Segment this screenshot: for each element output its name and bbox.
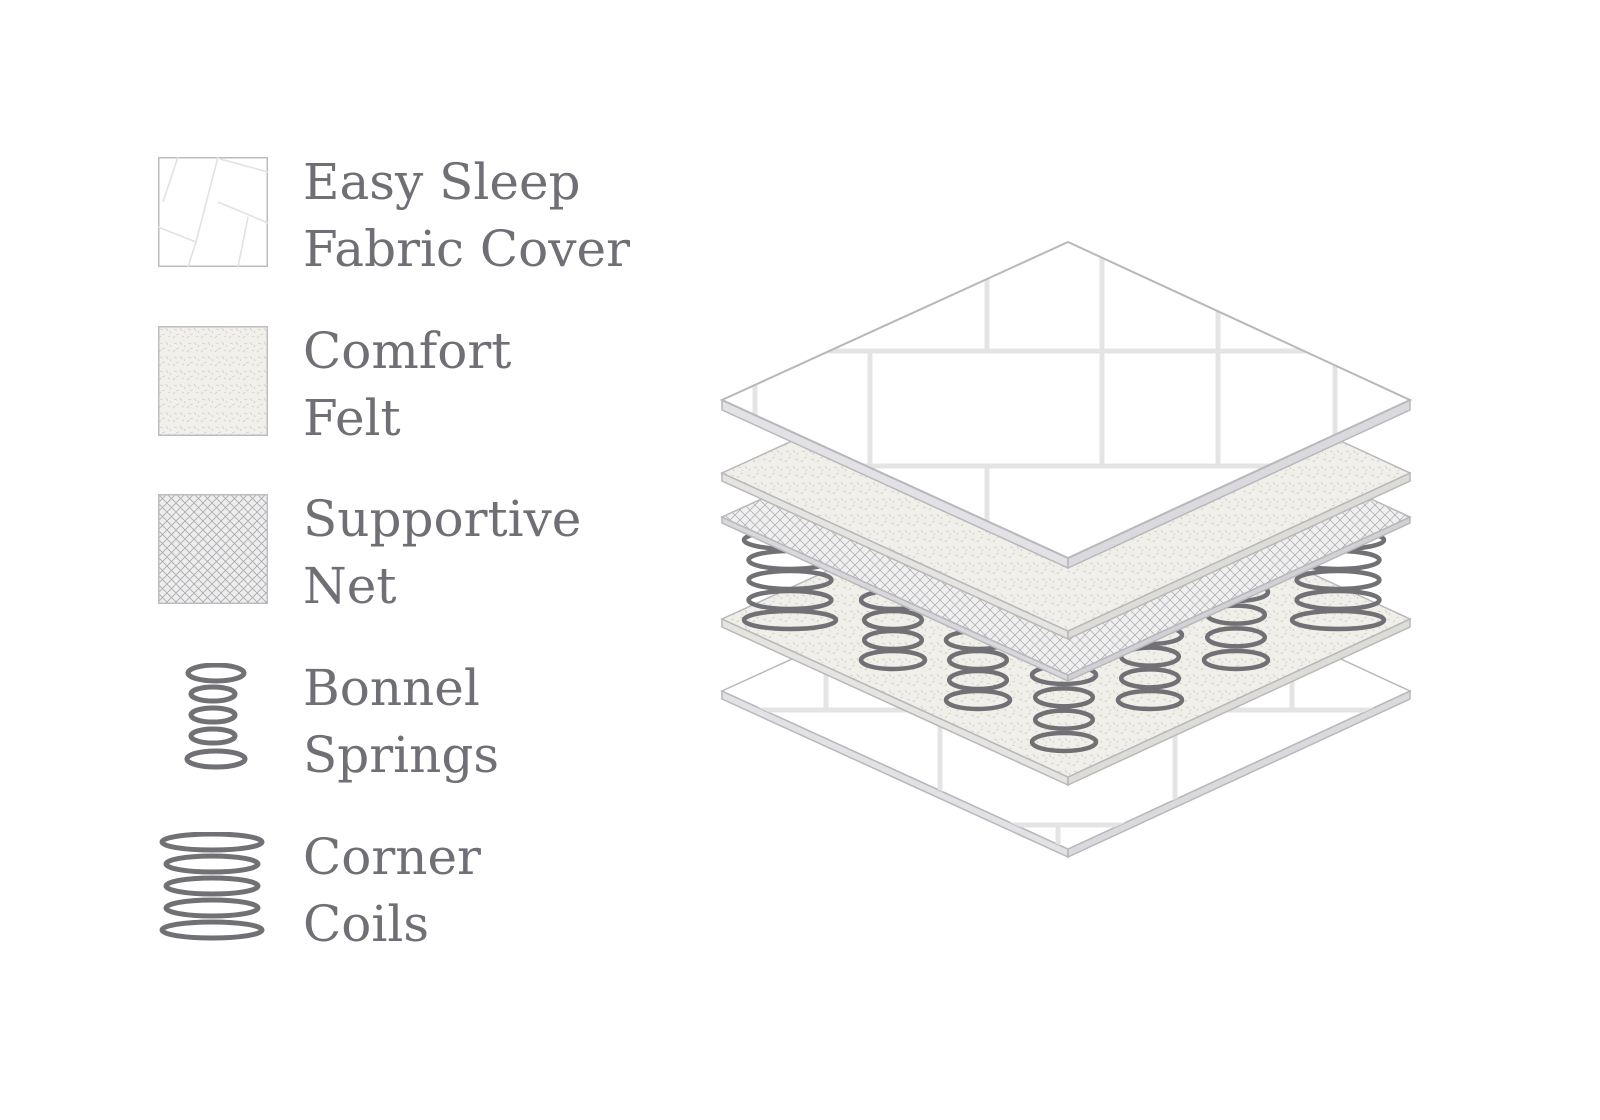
- legend-item-bonnel-springs: Bonnel Springs: [158, 663, 678, 803]
- fabric-cover-swatch-icon: [158, 157, 268, 267]
- legend-label-line1: Corner: [303, 828, 481, 886]
- bonnel-spring-icon: [184, 663, 248, 770]
- legend-label-line2: Fabric Cover: [303, 220, 631, 278]
- felt-swatch-icon: [158, 326, 268, 436]
- legend-label-line1: Easy Sleep: [303, 153, 581, 211]
- legend-label-line2: Net: [303, 557, 397, 615]
- legend-label-line1: Comfort: [303, 322, 512, 380]
- legend-label-line2: Felt: [303, 389, 401, 447]
- legend-item-supportive-net: Supportive Net: [158, 494, 678, 634]
- legend-item-corner-coils: Corner Coils: [158, 832, 678, 972]
- legend-label-line1: Supportive: [303, 490, 582, 548]
- top-fabric-cover-panel: [719, 240, 1413, 570]
- legend-item-comfort-felt: Comfort Felt: [158, 326, 678, 466]
- corner-coil-icon: [159, 832, 265, 941]
- legend-label-line1: Bonnel: [303, 659, 480, 717]
- spring: [858, 588, 928, 672]
- legend-label-line2: Coils: [303, 895, 430, 953]
- legend-label-line2: Springs: [303, 726, 500, 784]
- net-swatch-icon: [158, 494, 268, 604]
- legend-item-fabric-cover: Easy Sleep Fabric Cover: [158, 157, 678, 297]
